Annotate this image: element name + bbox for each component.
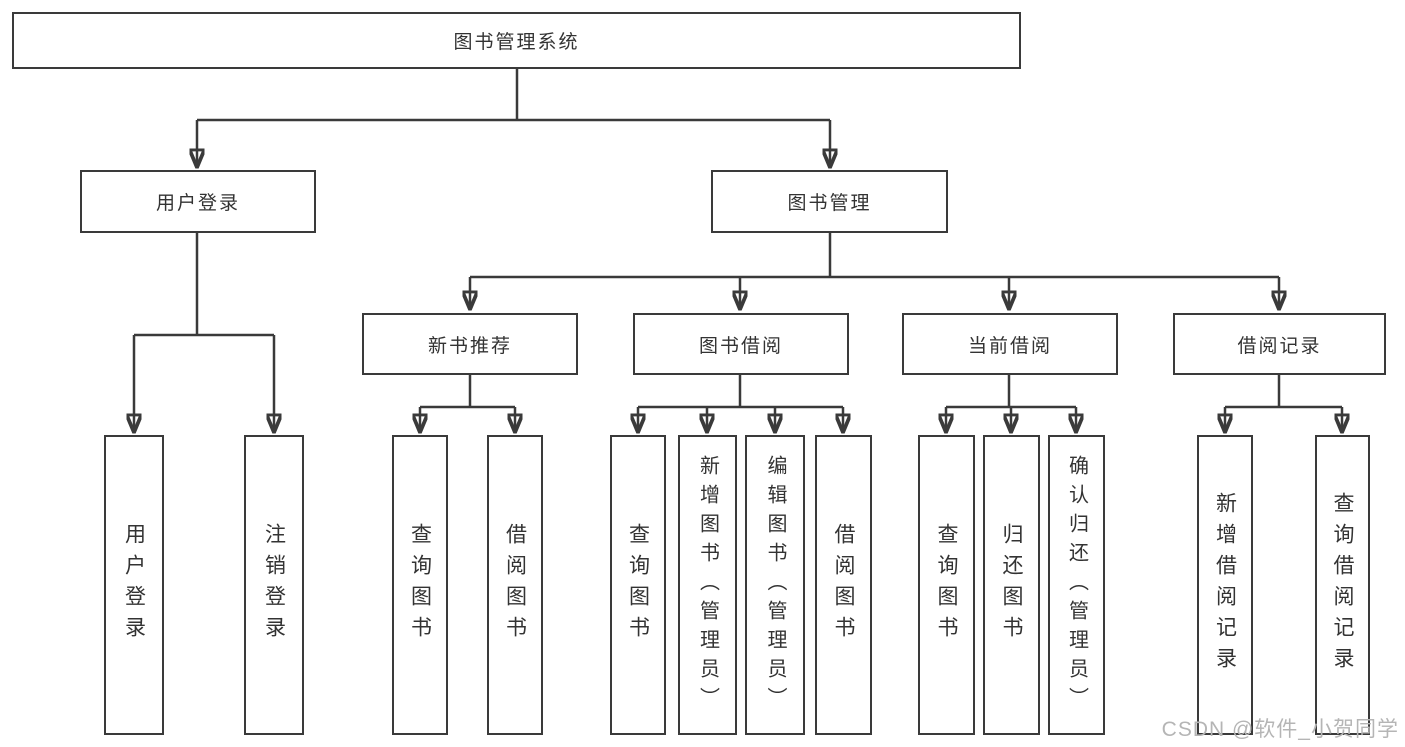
leaf-add-borrow-record: 新增借阅记录 [1197,435,1253,735]
node-user-login: 用户登录 [80,170,316,233]
connector-new-book-group [420,375,515,431]
leaf-query-books-recommend: 查询图书 [392,435,448,735]
leaf-return-book: 归还图书 [983,435,1040,735]
connector-book-borrow-group [638,375,843,431]
node-borrow-records: 借阅记录 [1173,313,1386,375]
leaf-user-login: 用户登录 [104,435,164,735]
connector-book-management-group [470,233,1279,308]
leaf-borrow-books-recommend: 借阅图书 [487,435,543,735]
connector-current-borrow-group [946,375,1076,431]
node-root: 图书管理系统 [12,12,1021,69]
node-book-management: 图书管理 [711,170,948,233]
node-current-borrow: 当前借阅 [902,313,1118,375]
leaf-add-book-admin: 新增图书（管理员） [678,435,737,735]
leaf-logout: 注销登录 [244,435,304,735]
leaf-borrow-books: 借阅图书 [815,435,872,735]
connector-root-to-branches [197,68,830,166]
node-new-book-recommend: 新书推荐 [362,313,578,375]
leaf-edit-book-admin: 编辑图书（管理员） [745,435,805,735]
connector-borrow-record-group [1225,375,1342,431]
leaf-query-books-current: 查询图书 [918,435,975,735]
connector-user-login-group [134,233,274,431]
watermark: CSDN @软件_小贺同学 [1161,718,1399,741]
leaf-confirm-return-admin: 确认归还（管理员） [1048,435,1105,735]
leaf-query-books-borrow: 查询图书 [610,435,666,735]
leaf-query-borrow-record: 查询借阅记录 [1315,435,1370,735]
node-book-borrow: 图书借阅 [633,313,849,375]
